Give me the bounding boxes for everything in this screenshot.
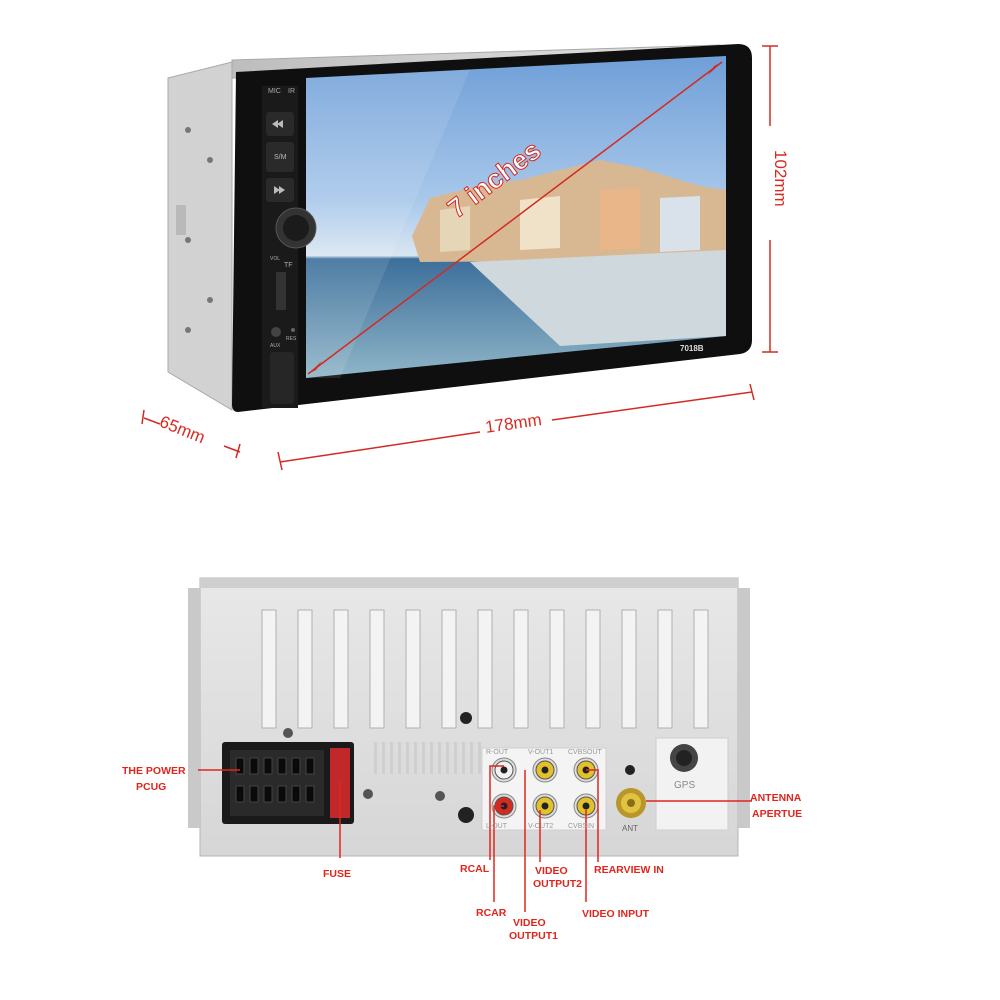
heatsink-fin <box>405 609 421 729</box>
heatsink-fins <box>261 609 709 729</box>
connector-pin <box>263 757 273 775</box>
rcal-label: RCAL <box>460 863 490 875</box>
vent-slots <box>374 742 481 774</box>
silk-gps: GPS <box>674 780 696 791</box>
heatsink-fin <box>657 609 673 729</box>
silk-r-out: R-OUT <box>486 749 509 756</box>
screw <box>435 791 445 801</box>
v-out2-jack <box>532 793 558 819</box>
connector-pin <box>277 785 287 803</box>
silk-cvbs-in: CVBSIN <box>568 823 595 830</box>
mount-hole <box>458 807 474 823</box>
power-label-line1: THE POWER <box>122 765 186 777</box>
heatsink-fin <box>369 609 385 729</box>
vent-slot <box>414 742 417 774</box>
tf-slot <box>276 272 286 310</box>
v-out1-jack <box>532 757 558 783</box>
heatsink-fin <box>261 609 277 729</box>
silk-v-out1: V-OUT1 <box>528 749 554 756</box>
connector-pin <box>235 785 245 803</box>
connector-pin <box>263 785 273 803</box>
callout-lines <box>198 765 752 912</box>
height-label: 102mm <box>770 150 790 207</box>
screw <box>363 789 373 799</box>
cvbs-in-jack <box>573 793 599 819</box>
rcar-label: RCAR <box>476 907 507 919</box>
touch-screen <box>306 56 726 378</box>
connector-pin <box>305 785 315 803</box>
ir-label: IR <box>288 88 295 95</box>
vent-slot <box>422 742 425 774</box>
heatsink-fin <box>585 609 601 729</box>
front-controls <box>266 112 317 404</box>
fuse-label: FUSE <box>323 868 352 880</box>
aux-label: AUX <box>270 343 281 349</box>
connector-pin <box>291 757 301 775</box>
vent-slot <box>374 742 377 774</box>
vent-slot <box>390 742 393 774</box>
res-label: RES <box>286 336 297 342</box>
heatsink-fin <box>441 609 457 729</box>
vent-slot <box>454 742 457 774</box>
video-output2-line2: OUTPUT2 <box>533 878 583 890</box>
vent-slot <box>406 742 409 774</box>
aux-jack <box>271 327 281 337</box>
video-output1-line2: OUTPUT1 <box>509 930 559 942</box>
antenna-label-line2: APERTUE <box>752 808 803 820</box>
usb-cover <box>270 352 294 404</box>
connector-pin <box>305 757 315 775</box>
video-input-label: VIDEO INPUT <box>582 908 650 920</box>
r-out-jack <box>491 757 517 783</box>
power-connector <box>222 742 354 824</box>
vent-slot <box>478 742 481 774</box>
connector-pin <box>235 757 245 775</box>
height-text: 102mm <box>771 150 790 207</box>
mic-label: MIC <box>268 88 281 95</box>
silk-ant: ANT <box>622 824 638 833</box>
antenna-port <box>616 788 646 818</box>
vent-slot <box>462 742 465 774</box>
heatsink-fin <box>549 609 565 729</box>
silk-v-out2: V-OUT2 <box>528 823 554 830</box>
silk-cvbs-out: CVBSOUT <box>568 749 602 756</box>
heatsink-fin <box>513 609 529 729</box>
silk-l-out: L-OUT <box>486 823 507 830</box>
vol-label: VOL <box>270 256 281 262</box>
diagonal-indicator <box>307 61 723 375</box>
connector-pin <box>277 757 287 775</box>
antenna-label-line1: ANTENNA <box>750 792 802 804</box>
heatsink-fin <box>477 609 493 729</box>
heatsink-fin <box>621 609 637 729</box>
connector-pin <box>249 785 259 803</box>
width-dimension <box>277 383 755 471</box>
rearview-in-label: REARVIEW IN <box>594 864 664 876</box>
height-dimension <box>762 45 778 353</box>
heatsink-fin <box>693 609 709 729</box>
power-label-line2: PCUG <box>136 781 167 793</box>
connector-pin <box>291 785 301 803</box>
model-label: 7018B <box>680 344 704 353</box>
screw <box>283 728 293 738</box>
vent-slot <box>430 742 433 774</box>
video-output1-line1: VIDEO <box>513 917 546 929</box>
mount-hole <box>460 712 472 724</box>
vent-slot <box>398 742 401 774</box>
mode-button[interactable] <box>266 142 294 172</box>
mount-hole <box>625 765 635 775</box>
vent-slot <box>438 742 441 774</box>
connector-pin <box>249 757 259 775</box>
heatsink-fin <box>333 609 349 729</box>
vent-slot <box>382 742 385 774</box>
heatsink-fin <box>297 609 313 729</box>
tf-label: TF <box>284 262 293 269</box>
vent-slot <box>446 742 449 774</box>
vent-slot <box>470 742 473 774</box>
video-output2-line1: VIDEO <box>535 865 568 877</box>
gps-port <box>655 737 729 831</box>
mode-label: S/M <box>274 154 287 161</box>
depth-dimension <box>141 409 241 459</box>
